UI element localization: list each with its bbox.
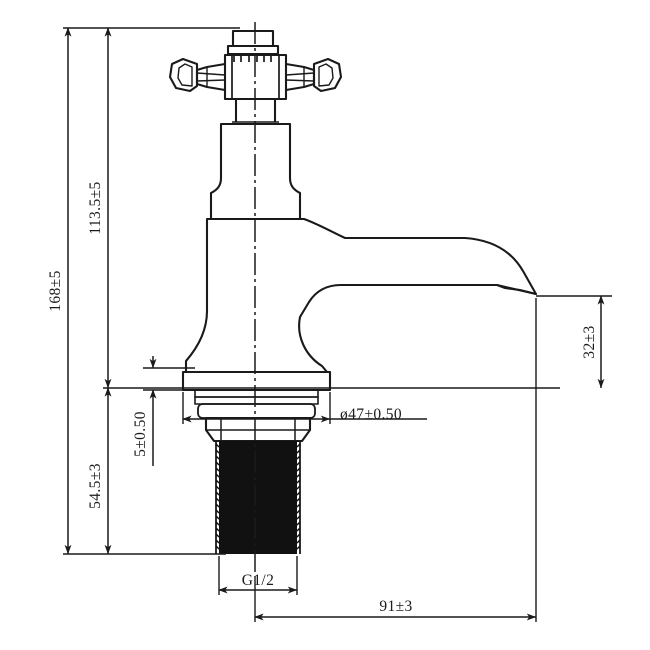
dimension-label-height-below-deck: 54.5±3 — [87, 463, 104, 509]
thread-serrations — [215, 443, 301, 550]
handle-cap-left — [168, 57, 199, 93]
hex-nut — [204, 416, 312, 443]
handle-cap-right — [312, 57, 343, 93]
dimension-label-thread-spec: G1/2 — [242, 572, 275, 589]
handle-hub — [223, 53, 288, 101]
spout-outlet — [496, 283, 537, 296]
dimension-lines — [64, 27, 605, 621]
deck-flange — [181, 370, 332, 419]
dimension-label-spout-height: 32±3 — [581, 325, 598, 358]
faucet-geometry — [168, 29, 538, 554]
valve-body-and-spout — [184, 217, 538, 373]
dimension-label-base-diameter: ø47±0.50 — [340, 406, 402, 423]
extension-lines — [63, 27, 612, 622]
dimension-label-flange-thickness: 5±0.50 — [132, 411, 149, 457]
bonnet-cap — [226, 29, 280, 56]
dimension-label-overall-height: 168±5 — [47, 270, 64, 312]
handle-arm-right — [285, 62, 316, 92]
dimension-labels: 168±5 113.5±5 54.5±3 5±0.50 ø47±0.50 32±… — [47, 181, 598, 615]
handle-arm-left — [195, 62, 226, 92]
dimension-label-height-above-deck: 113.5±5 — [87, 181, 104, 234]
dimension-label-spout-reach: 91±3 — [379, 598, 412, 615]
threaded-shank — [215, 441, 301, 554]
